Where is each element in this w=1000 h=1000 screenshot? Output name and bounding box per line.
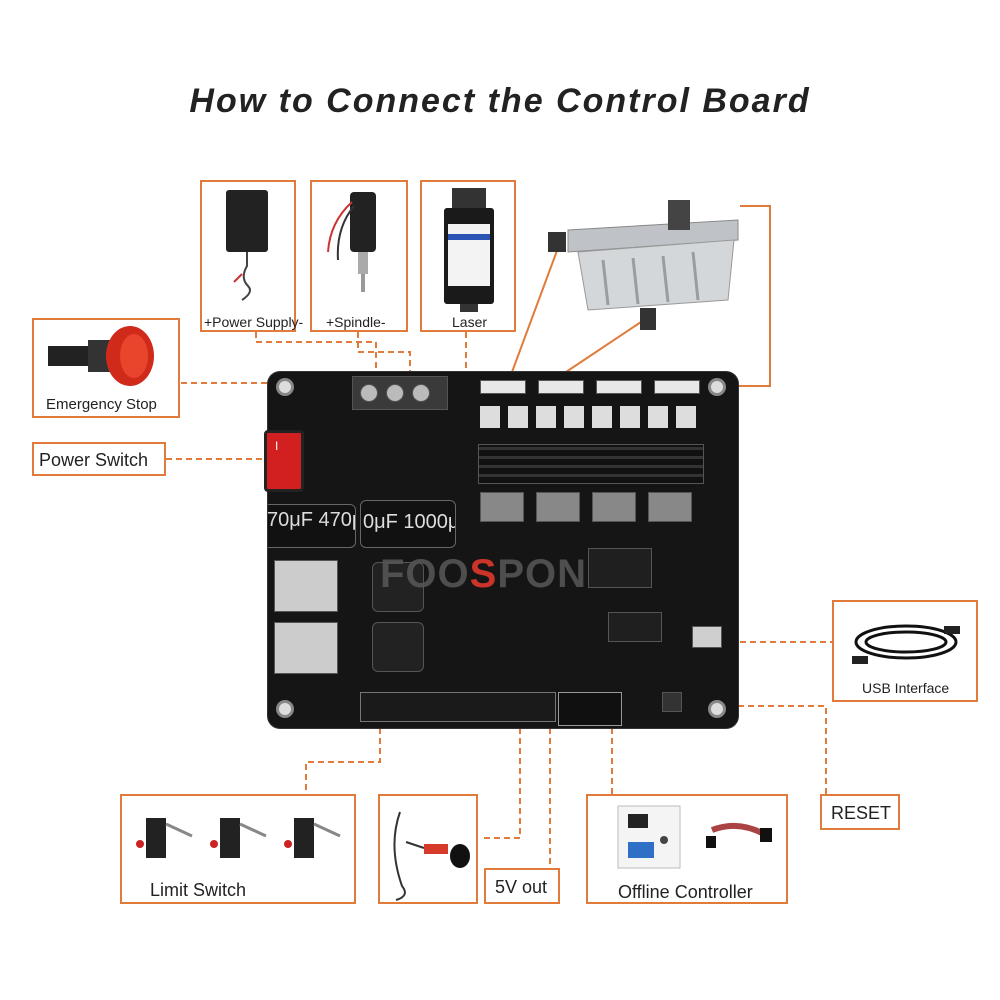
emergency-stop-box: Emergency Stop xyxy=(32,318,180,418)
offline-controller-label: Offline Controller xyxy=(618,882,753,902)
limit-switch-icon xyxy=(136,818,341,858)
regulator-chip xyxy=(274,622,338,674)
capacitor-row xyxy=(480,406,700,428)
line-reset xyxy=(718,705,827,794)
inductor xyxy=(372,622,424,672)
reset-box: RESET xyxy=(820,794,900,830)
mount-hole xyxy=(708,700,726,718)
offline-controller-icon xyxy=(617,805,772,869)
limit-switch-header xyxy=(360,692,556,722)
usb-interface-box: USB Interface xyxy=(832,600,978,702)
capacitor-1000uf-label: 0μF 1000μF xyxy=(363,511,455,533)
power-supply-label: +Power Supply- xyxy=(204,314,304,330)
power-supply-icon xyxy=(226,190,268,252)
line-cnc-left xyxy=(511,247,559,373)
laser-label: Laser xyxy=(452,314,488,330)
line-cnc-right xyxy=(736,205,771,387)
driver-ic xyxy=(608,612,662,642)
limit-switch-box: Limit Switch xyxy=(120,794,356,904)
power-switch-label: Power Switch xyxy=(39,450,149,470)
line-5v-left xyxy=(484,728,521,839)
probe-clip-icon xyxy=(393,811,470,901)
reset-label: RESET xyxy=(831,803,892,823)
terminal-screw xyxy=(360,384,378,402)
mount-hole xyxy=(708,378,726,396)
driver-chip xyxy=(648,492,692,522)
cnc-machine-icon xyxy=(548,200,739,330)
laser-box: Laser xyxy=(420,180,516,332)
line-cnc-mid xyxy=(565,315,651,373)
terminal-screw xyxy=(412,384,430,402)
spindle-icon xyxy=(327,192,376,292)
reset-button xyxy=(662,692,682,712)
mount-hole xyxy=(276,378,294,396)
capacitor-470uf-label: 70μF 470μF xyxy=(268,509,355,531)
laser-module-icon xyxy=(444,188,494,312)
power-switch-icon: I xyxy=(264,430,304,492)
line-spindle xyxy=(357,332,411,372)
page-title: How to Connect the Control Board xyxy=(189,82,811,120)
emergency-stop-label: Emergency Stop xyxy=(46,396,157,413)
stepper-header xyxy=(538,380,584,394)
mcu-chip xyxy=(588,548,652,588)
usb-cable-icon xyxy=(852,624,960,664)
line-limit-switch xyxy=(305,728,381,794)
usb-port xyxy=(692,626,722,648)
terminal-screw xyxy=(386,384,404,402)
capacitor-470uf: 70μF 470μF xyxy=(268,504,356,548)
limit-switch-label: Limit Switch xyxy=(150,880,247,900)
usb-interface-label: USB Interface xyxy=(862,680,950,696)
power-supply-wire-icon xyxy=(233,252,251,301)
probe-box xyxy=(378,794,478,904)
capacitor-1000uf: 0μF 1000μF xyxy=(360,500,456,548)
watermark: FOOSPON xyxy=(380,552,588,596)
driver-chip xyxy=(592,492,636,522)
offline-controller-header xyxy=(558,692,622,726)
stepper-header xyxy=(654,380,700,394)
spindle-box: +Spindle- xyxy=(310,180,408,332)
control-board: 70μF 470μF 0μF 1000μF xyxy=(268,372,738,728)
driver-chip xyxy=(480,492,524,522)
spindle-label: +Spindle- xyxy=(326,314,386,330)
power-switch-box: Power Switch xyxy=(32,442,166,476)
five-v-out-box: 5V out xyxy=(484,868,560,904)
five-v-out-label: 5V out xyxy=(495,877,548,897)
line-power-supply xyxy=(255,332,377,372)
driver-chip xyxy=(536,492,580,522)
stepper-header xyxy=(596,380,642,394)
mount-hole xyxy=(276,700,294,718)
emergency-stop-icon xyxy=(48,326,154,386)
regulator-chip xyxy=(274,560,338,612)
stepper-header xyxy=(480,380,526,394)
offline-controller-box: Offline Controller xyxy=(586,794,788,904)
power-supply-box: +Power Supply- xyxy=(200,180,303,332)
inductor xyxy=(372,562,424,612)
heatsink xyxy=(478,444,704,484)
